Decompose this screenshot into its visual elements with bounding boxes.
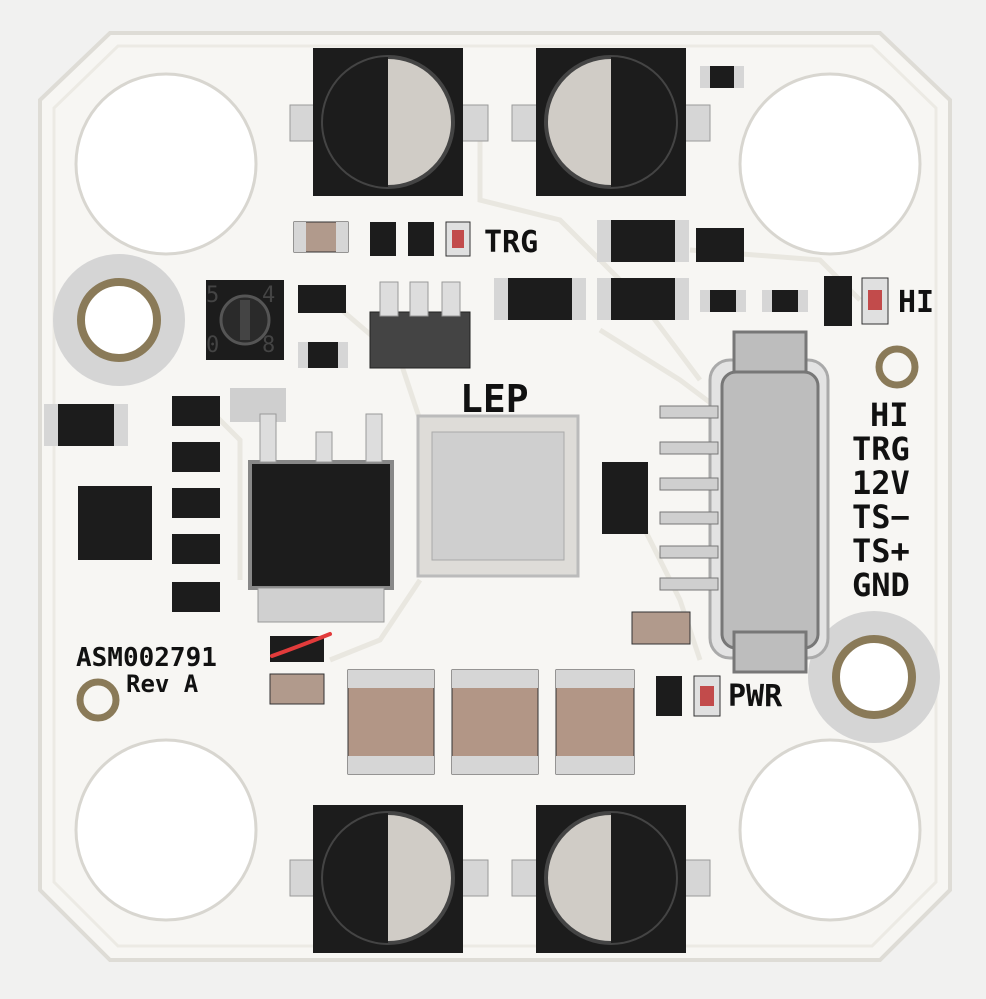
pin-label-ts-minus: TS−	[852, 498, 910, 536]
hi-label: HI	[898, 285, 934, 320]
revision-label: Rev A	[126, 670, 199, 698]
part-number-label: ASM002791	[76, 643, 217, 673]
plated-holes	[53, 254, 940, 743]
board-inner-trace	[52, 44, 938, 948]
pin-label-trg: TRG	[852, 430, 910, 468]
lep-label: LEP	[460, 377, 529, 421]
smd-components	[44, 66, 889, 775]
capacitors-top	[289, 48, 711, 196]
pin-label-ts-plus: TS+	[852, 532, 910, 570]
mounting-holes	[74, 72, 922, 922]
capacitors-bottom	[289, 805, 711, 953]
switch-digit-8: 8	[262, 333, 275, 358]
pin-label-hi: HI	[870, 396, 909, 434]
switch-digit-4: 4	[262, 283, 275, 308]
connector-pin-labels: HI TRG 12V TS− TS+ GND	[852, 396, 910, 604]
switch-digit-0: 0	[206, 333, 219, 358]
pwr-label: PWR	[728, 679, 783, 714]
red-marker-mark	[270, 632, 332, 658]
pin-label-gnd: GND	[852, 566, 910, 604]
switch-digit-5: 5	[206, 283, 219, 308]
pin-label-12v: 12V	[852, 464, 910, 502]
trg-label: TRG	[484, 225, 538, 260]
